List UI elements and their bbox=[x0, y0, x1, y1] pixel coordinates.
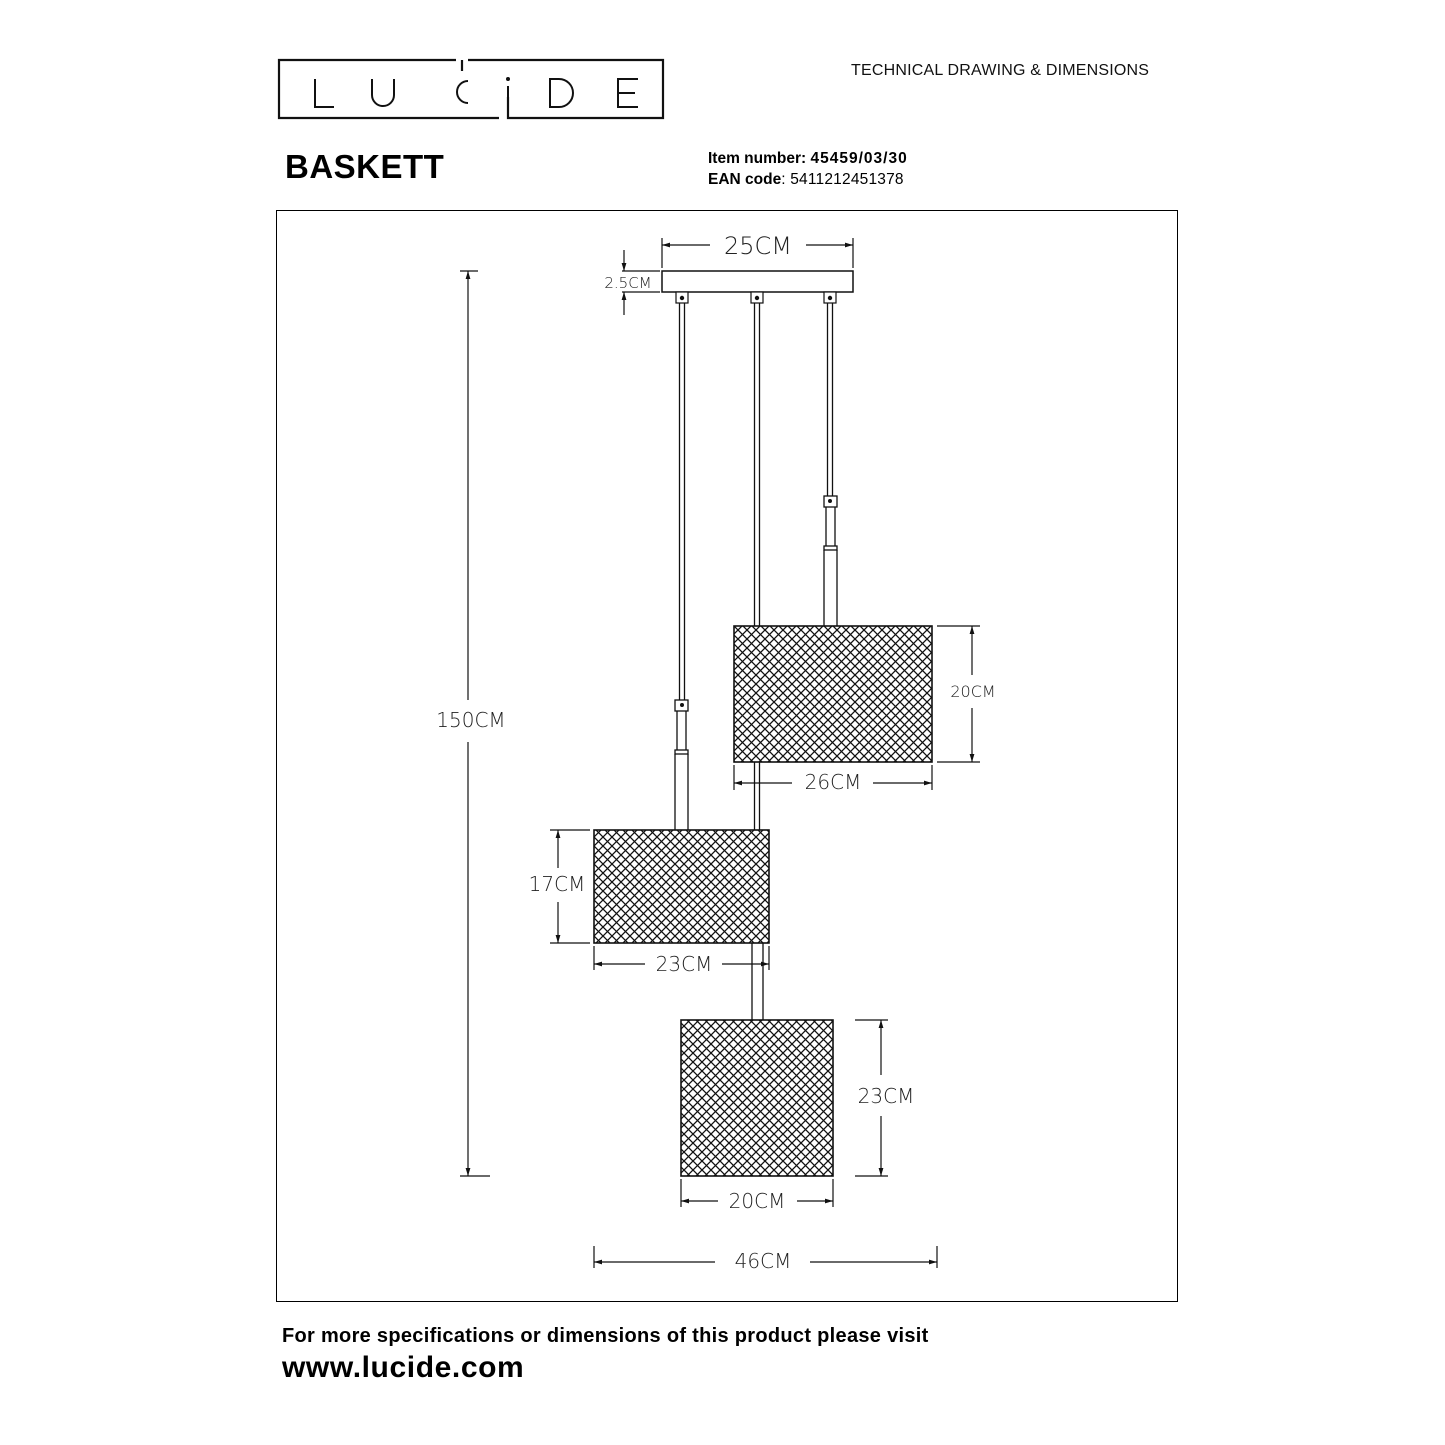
shade-upper-height-label: 20CM bbox=[950, 682, 995, 701]
shade-bottom-height-label: 23CM bbox=[858, 1084, 915, 1108]
website-link[interactable]: www.lucide.com bbox=[282, 1351, 525, 1384]
item-number-row: Item number: 45459/03/30 bbox=[708, 148, 908, 169]
shade-upper-right bbox=[733, 625, 933, 763]
shade-bottom-width-label: 20CM bbox=[729, 1189, 786, 1213]
item-info: Item number: 45459/03/30 EAN code: 54112… bbox=[708, 148, 908, 190]
canopy bbox=[661, 270, 854, 304]
product-name: BASKETT bbox=[285, 148, 445, 185]
drawing-frame bbox=[276, 210, 1178, 1302]
lucide-logo: BASKETT bbox=[277, 58, 665, 120]
shade-middle-width-label: 23CM bbox=[656, 952, 713, 976]
canopy-width-label: 25CM bbox=[724, 232, 792, 260]
item-number-value: 45459/03/30 bbox=[810, 150, 908, 167]
ean-value: : 5411212451378 bbox=[781, 171, 904, 188]
item-number-label: Item number: bbox=[708, 150, 807, 167]
total-width-label: 46CM bbox=[735, 1249, 792, 1273]
total-height-label: 150CM bbox=[436, 708, 505, 732]
document-type-label: TECHNICAL DRAWING & DIMENSIONS bbox=[851, 62, 1150, 79]
shade-middle-height-label: 17CM bbox=[529, 872, 586, 896]
ean-row: EAN code: 5411212451378 bbox=[708, 169, 908, 190]
canopy-height-label: 2.5CM bbox=[604, 274, 651, 292]
ean-label: EAN code bbox=[708, 171, 782, 188]
footer-note: For more specifications or dimensions of… bbox=[282, 1325, 929, 1347]
shade-middle-left bbox=[593, 829, 770, 944]
shade-bottom bbox=[680, 1019, 834, 1177]
shade-upper-width-label: 26CM bbox=[805, 770, 862, 794]
